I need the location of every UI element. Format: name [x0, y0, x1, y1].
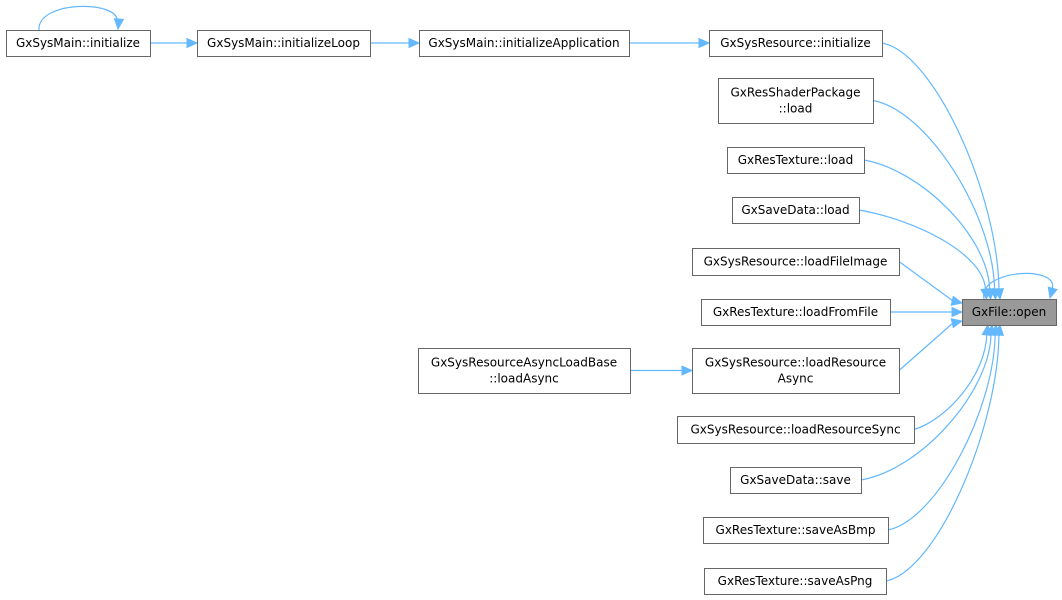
edge-line — [983, 272, 1053, 300]
node-label: GxSaveData::save — [740, 473, 851, 487]
edge-line — [913, 333, 988, 431]
edge-line — [898, 322, 954, 371]
node-label: GxResTexture::loadFromFile — [713, 305, 878, 319]
node-label: GxSaveData::load — [741, 203, 849, 217]
node-box — [418, 348, 631, 394]
node-box — [732, 197, 860, 224]
node-async-base[interactable]: GxSysResourceAsyncLoadBase::loadAsync — [418, 348, 631, 394]
edge-arrowhead — [698, 37, 711, 49]
node-save-save[interactable]: GxSaveData::save — [730, 467, 862, 494]
edge-main-app-to-res-init — [629, 37, 711, 49]
edge-line — [872, 99, 996, 291]
node-box — [709, 30, 883, 57]
node-label: GxSysMain::initializeLoop — [207, 36, 360, 50]
edge-tex-load-to-file-open — [863, 159, 995, 301]
node-label: GxResShaderPackage — [730, 86, 860, 100]
edge-res-loadasync-to-file-open — [898, 318, 964, 371]
node-tex-loadfromfile[interactable]: GxResTexture::loadFromFile — [701, 299, 891, 326]
node-label: GxSysMain::initialize — [16, 36, 140, 50]
node-label: Async — [778, 372, 814, 386]
edge-res-init-to-file-open — [881, 42, 1005, 301]
edge-line — [887, 333, 996, 531]
edge-arrowhead — [951, 306, 964, 318]
node-main-init[interactable]: GxSysMain::initialize — [6, 30, 151, 57]
node-tex-bmp[interactable]: GxResTexture::saveAsBmp — [703, 517, 889, 544]
edge-tex-loadfromfile-to-file-open — [890, 306, 964, 318]
node-label: GxSysResource::initialize — [720, 36, 871, 50]
node-label: ::loadAsync — [489, 372, 559, 386]
edge-layer — [38, 5, 1058, 582]
node-label: GxSysMain::initializeApplication — [428, 36, 619, 50]
node-box — [962, 299, 1057, 326]
node-layer: GxSysMain::initialize GxSysMain::initiali… — [6, 30, 1057, 595]
node-label: GxSysResource::loadResource — [705, 356, 886, 370]
node-box — [419, 30, 630, 57]
edge-main-init-to-main-loop — [150, 37, 199, 49]
node-main-app[interactable]: GxSysMain::initializeApplication — [419, 30, 630, 57]
edge-tex-png-to-file-open — [885, 323, 1005, 582]
edge-line — [898, 261, 954, 302]
node-shader-load[interactable]: GxResShaderPackage::load — [718, 78, 874, 124]
edge-arrowhead — [408, 37, 421, 49]
node-res-init[interactable]: GxSysResource::initialize — [709, 30, 883, 57]
node-tex-load[interactable]: GxResTexture::load — [727, 147, 865, 174]
edge-line — [881, 42, 1000, 291]
edge-arrowhead — [1047, 286, 1058, 300]
node-label: GxResTexture::saveAsBmp — [716, 523, 876, 537]
edge-res-loadfileimage-to-file-open — [898, 261, 964, 306]
node-res-loadfileimage[interactable]: GxSysResource::loadFileImage — [692, 248, 900, 276]
node-box — [197, 30, 371, 57]
edge-line — [858, 209, 987, 291]
edge-line — [38, 5, 118, 31]
node-main-loop[interactable]: GxSysMain::initializeLoop — [197, 30, 371, 57]
node-box — [727, 147, 865, 174]
edge-arrowhead — [113, 18, 125, 31]
node-res-loadsync[interactable]: GxSysResource::loadResourceSync — [677, 416, 915, 444]
node-box — [730, 467, 862, 494]
node-tex-png[interactable]: GxResTexture::saveAsPng — [704, 568, 887, 595]
edge-line — [885, 333, 1000, 582]
edge-arrowhead — [950, 295, 964, 306]
edge-arrowhead — [993, 323, 1005, 337]
node-label: GxFile::open — [972, 305, 1047, 319]
edge-main-init-to-main-init — [38, 5, 125, 31]
node-file-open[interactable]: GxFile::open — [962, 299, 1057, 326]
node-box — [718, 78, 874, 124]
node-save-load[interactable]: GxSaveData::load — [732, 197, 860, 224]
edge-line — [860, 333, 992, 481]
node-label: ::load — [779, 102, 813, 116]
edge-arrowhead — [681, 365, 694, 376]
node-label: GxSysResource::loadResourceSync — [690, 423, 900, 437]
edge-main-loop-to-main-app — [370, 37, 421, 49]
node-label: GxResTexture::load — [738, 153, 854, 167]
node-box — [703, 517, 889, 544]
edge-arrowhead — [950, 318, 964, 329]
edge-file-open-to-file-open — [983, 272, 1058, 300]
node-box — [704, 568, 887, 595]
node-box — [6, 30, 151, 57]
node-label: GxSysResource::loadFileImage — [704, 255, 888, 269]
node-label: GxResTexture::saveAsPng — [718, 574, 873, 588]
node-box — [677, 416, 915, 444]
edge-async-base-to-res-loadasync — [630, 365, 694, 376]
edge-arrowhead — [186, 37, 199, 49]
node-label: GxSysResourceAsyncLoadBase — [431, 356, 617, 370]
node-box — [692, 248, 900, 276]
node-box — [701, 299, 891, 326]
node-box — [692, 348, 900, 394]
edge-line — [863, 159, 991, 291]
